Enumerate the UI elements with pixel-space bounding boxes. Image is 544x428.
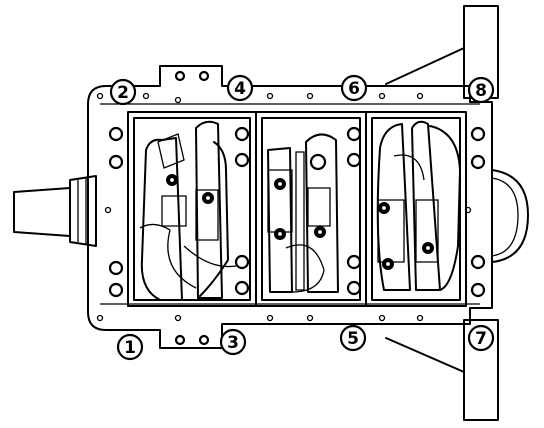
callout-1: 1 [116,333,144,361]
callout-7: 7 [467,324,495,352]
callout-3: 3 [219,328,247,356]
callout-4: 4 [226,74,254,102]
flywheel-hub [491,169,529,263]
housing-bolt-holes [108,70,486,346]
callout-label: 6 [348,79,360,99]
callout-5: 5 [339,324,367,352]
callout-label: 1 [124,338,136,358]
callout-label: 8 [475,81,487,101]
callout-8: 8 [467,76,495,104]
callout-label: 2 [117,83,129,103]
crank-throw-right [376,120,461,291]
crankcase-outline [87,65,493,349]
crankshaft-snout [13,175,97,247]
callout-label: 3 [227,333,239,353]
callout-label: 7 [475,329,487,349]
callout-6: 6 [340,74,368,102]
crank-throw-center [267,133,339,293]
callout-label: 5 [347,329,359,349]
bearing-bay-center [255,111,367,307]
bearing-bay-left [127,111,257,307]
mounting-bracket [385,5,499,421]
edge-pin-holes [96,92,472,322]
callout-label: 4 [234,79,246,99]
callout-2: 2 [109,78,137,106]
bearing-bay-right [365,111,467,307]
crank-throw-left [139,120,237,301]
